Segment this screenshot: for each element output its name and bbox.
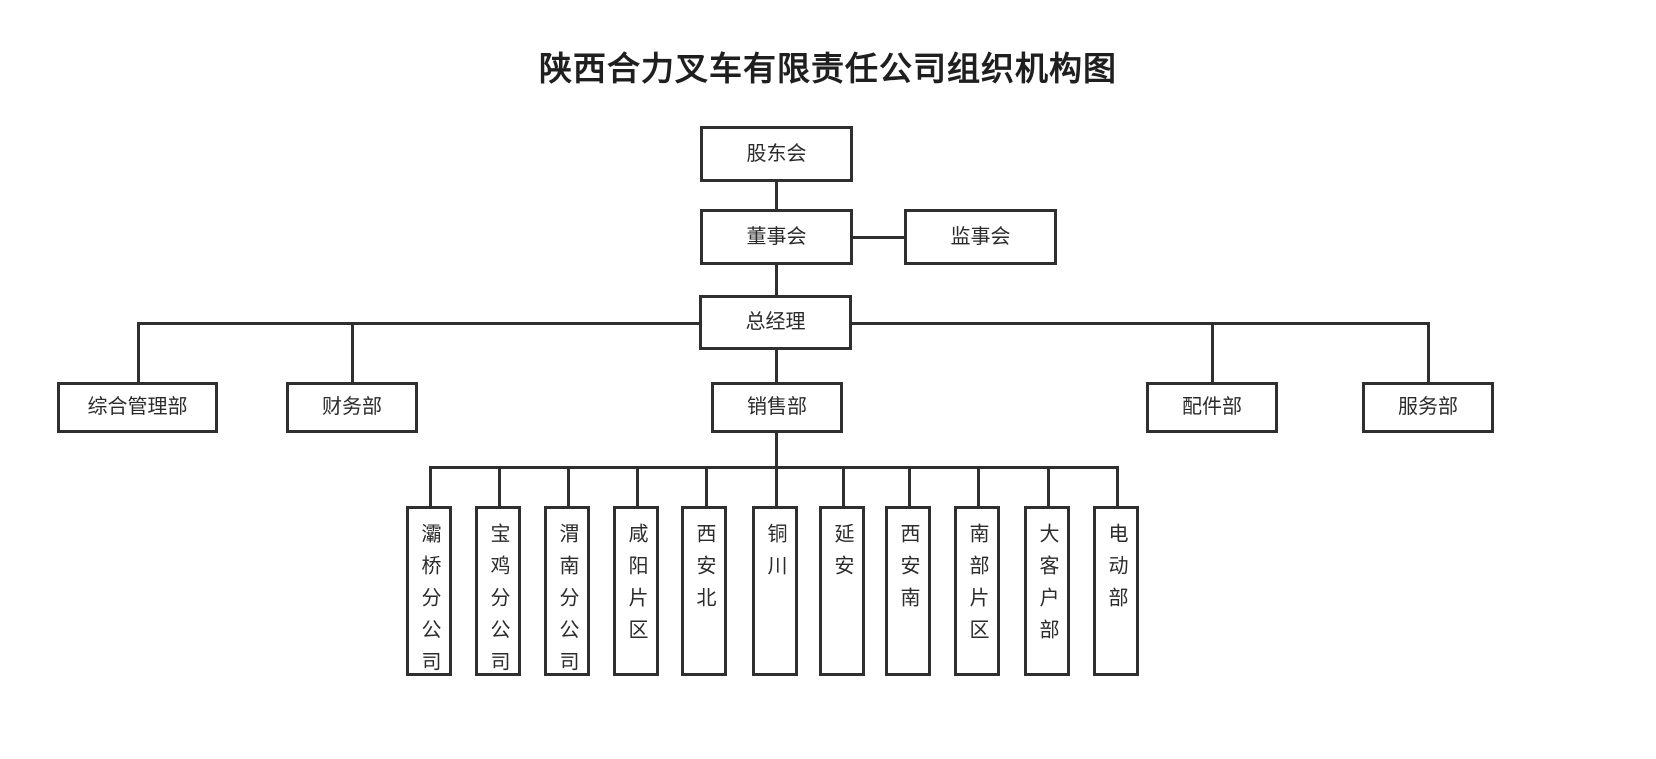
node-dept-service-label: 服务部 (1398, 396, 1458, 418)
node-branch-baoji-label: 宝鸡分公司 (487, 523, 509, 676)
node-branch-xianyang[interactable]: 咸阳片区 (613, 506, 659, 676)
node-branch-xian-north-label: 西安北 (693, 523, 715, 619)
node-dept-finance-label: 财务部 (322, 396, 382, 418)
node-board-of-directors-label: 董事会 (746, 225, 807, 248)
connector-drop-yanan (842, 466, 845, 507)
connector-drop-xianyang (636, 466, 639, 507)
node-board-of-supervisors-label: 监事会 (950, 225, 1011, 248)
node-branch-xian-north[interactable]: 西安北 (681, 506, 727, 676)
node-branch-baqiao[interactable]: 灞桥分公司 (406, 506, 452, 676)
node-board-of-directors[interactable]: 董事会 (700, 209, 853, 265)
connector-drop-sales (775, 349, 778, 383)
node-branch-southern-area[interactable]: 南部片区 (954, 506, 1000, 676)
node-branch-baqiao-label: 灞桥分公司 (418, 523, 440, 676)
node-branch-electric-label: 电动部 (1105, 523, 1127, 619)
connector-gm-bus-left (137, 322, 702, 325)
node-dept-finance[interactable]: 财务部 (286, 382, 418, 433)
connector-drop-tongchuan (775, 466, 778, 507)
connector-board-to-gm (775, 264, 778, 298)
connector-drop-service (1427, 322, 1430, 383)
node-dept-parts[interactable]: 配件部 (1146, 382, 1278, 433)
node-branch-weinan-label: 渭南分公司 (556, 523, 578, 676)
node-branch-baoji[interactable]: 宝鸡分公司 (475, 506, 521, 676)
node-branch-tongchuan[interactable]: 铜川 (752, 506, 798, 676)
node-branch-xianyang-label: 咸阳片区 (625, 523, 647, 651)
node-branch-electric[interactable]: 电动部 (1093, 506, 1139, 676)
node-board-of-supervisors[interactable]: 监事会 (904, 209, 1057, 265)
connector-branch-bus (429, 466, 1116, 469)
connector-drop-admin (137, 322, 140, 383)
connector-drop-xian-north (705, 466, 708, 507)
node-shareholders-label: 股东会 (746, 142, 807, 165)
page-title: 陕西合力叉车有限责任公司组织机构图 (539, 50, 1117, 87)
connector-drop-southern-area (977, 466, 980, 507)
connector-drop-xian-south (908, 466, 911, 507)
node-dept-parts-label: 配件部 (1182, 396, 1242, 418)
node-branch-xian-south[interactable]: 西安南 (885, 506, 931, 676)
connector-drop-baoji (498, 466, 501, 507)
connector-drop-electric (1116, 466, 1119, 507)
node-branch-weinan[interactable]: 渭南分公司 (544, 506, 590, 676)
node-branch-yanan[interactable]: 延安 (819, 506, 865, 676)
connector-board-to-supervisors (852, 236, 905, 239)
node-dept-admin-label: 综合管理部 (87, 396, 188, 418)
connector-sales-to-branch-bus (775, 430, 778, 468)
connector-drop-finance (351, 322, 354, 383)
connector-shareholders-to-board (775, 181, 778, 213)
node-branch-yanan-label: 延安 (831, 523, 853, 587)
node-branch-key-accounts[interactable]: 大客户部 (1024, 506, 1070, 676)
connector-drop-weinan (567, 466, 570, 507)
node-branch-southern-area-label: 南部片区 (966, 523, 988, 651)
connector-drop-key-accounts (1047, 466, 1050, 507)
node-general-manager[interactable]: 总经理 (699, 295, 852, 350)
node-dept-sales-label: 销售部 (747, 396, 807, 418)
node-branch-key-accounts-label: 大客户部 (1036, 523, 1058, 651)
connector-drop-parts (1211, 322, 1214, 383)
node-branch-xian-south-label: 西安南 (897, 523, 919, 619)
node-branch-tongchuan-label: 铜川 (764, 523, 786, 587)
connector-drop-baqiao (429, 466, 432, 507)
node-dept-sales[interactable]: 销售部 (711, 382, 843, 433)
node-dept-service[interactable]: 服务部 (1362, 382, 1494, 433)
connector-gm-bus-right (851, 322, 1429, 325)
node-dept-admin[interactable]: 综合管理部 (57, 382, 218, 433)
node-general-manager-label: 总经理 (745, 311, 806, 333)
node-shareholders[interactable]: 股东会 (700, 126, 853, 182)
